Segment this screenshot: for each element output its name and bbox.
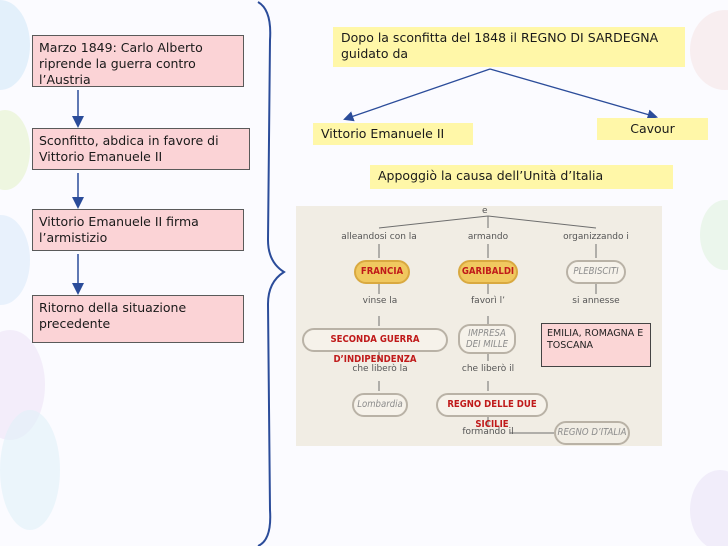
map-node-plebisciti: PLEBISCITI <box>566 260 626 284</box>
map-label: organizzando i <box>563 232 629 242</box>
map-label: alleandosi con la <box>341 232 417 242</box>
map-label: che liberò la <box>352 364 408 374</box>
curly-brace <box>257 1 286 546</box>
map-node-lombardia: Lombardia <box>352 393 408 417</box>
map-label: formando il <box>462 427 514 437</box>
branch-cavour: Cavour <box>597 118 708 140</box>
step-box-2: Sconfitto, abdica in favore di Vittorio … <box>32 128 250 170</box>
balloon-decoration <box>0 410 60 530</box>
support-box: Appoggiò la causa dell’Unità d’Italia <box>370 165 673 189</box>
annexed-regions-box: EMILIA, ROMAGNA E TOSCANA <box>541 323 651 367</box>
map-node-seconda-guerra: SECONDA GUERRA D’INDIPENDENZA <box>302 328 448 365</box>
branch-vittorio: Vittorio Emanuele II <box>313 123 473 145</box>
map-node-impresa-mille: IMPRESA DEI MILLE <box>458 324 516 354</box>
map-connector-e: e <box>482 206 488 216</box>
intro-box: Dopo la sconfitta del 1848 il REGNO DI S… <box>333 27 685 67</box>
step-box-1: Marzo 1849: Carlo Alberto riprende la gu… <box>32 35 244 87</box>
map-node-francia: FRANCIA <box>354 260 410 284</box>
map-label: armando <box>467 232 509 242</box>
map-label: favorì l’ <box>471 296 505 306</box>
map-label: che liberò il <box>461 364 515 374</box>
step-box-4: Ritorno della situazione precedente <box>32 295 244 343</box>
map-label: si annesse <box>572 296 620 306</box>
concept-map-lines <box>378 215 597 434</box>
step-box-3: Vittorio Emanuele II firma l’armistizio <box>32 209 244 251</box>
branch-arrow-right <box>489 68 658 120</box>
map-label: vinse la <box>362 296 398 306</box>
branch-arrow-left <box>343 68 491 122</box>
map-node-regno-due-sicilie: REGNO DELLE DUE SICILIE <box>436 393 548 430</box>
map-node-garibaldi: GARIBALDI <box>458 260 518 284</box>
map-node-regno-italia: REGNO D’ITALIA <box>554 421 630 445</box>
